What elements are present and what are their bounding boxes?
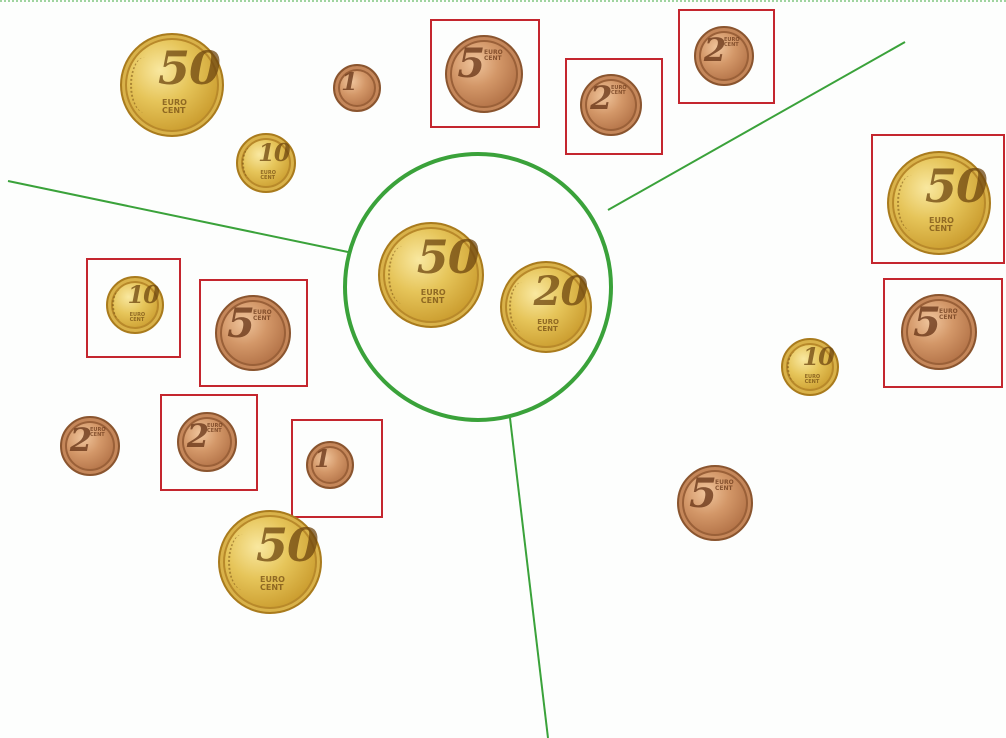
coin-unit: EURO CENT (421, 289, 461, 305)
coin-unit: EURO CENT (939, 309, 969, 321)
coin-value: 10 (258, 141, 292, 165)
coin-20-cent[interactable]: 20 EURO CENT (500, 261, 592, 353)
coin-5-cent[interactable]: 5 EURO CENT (677, 465, 753, 541)
coin-unit: EURO CENT (484, 50, 514, 62)
coin-1-cent[interactable]: 1 (333, 64, 381, 112)
coin-value: 1 (341, 70, 377, 94)
coin-value: 20 (534, 272, 587, 312)
coin-unit: EURO CENT (724, 38, 748, 48)
coin-stars-icon (388, 246, 419, 303)
zone-line-left (8, 181, 348, 252)
coin-unit: EURO CENT (260, 576, 300, 592)
coin-2-cent[interactable]: 2 EURO CENT (177, 412, 237, 472)
coin-unit: EURO CENT (537, 319, 573, 333)
coin-value: 50 (417, 234, 478, 280)
coin-10-cent[interactable]: 10 EURO CENT (781, 338, 839, 396)
coin-value: 10 (127, 283, 159, 307)
coin-unit: EURO CENT (260, 171, 284, 181)
coin-5-cent[interactable]: 5 EURO CENT (215, 295, 291, 371)
coin-50-cent[interactable]: 50 EURO CENT (887, 151, 991, 255)
coin-unit: EURO CENT (715, 480, 745, 492)
coin-50-cent[interactable]: 50 EURO CENT (218, 510, 322, 614)
coin-value: 50 (925, 163, 985, 209)
coin-50-cent[interactable]: 50 EURO CENT (120, 33, 224, 137)
coin-10-cent[interactable]: 10 EURO CENT (106, 276, 164, 334)
coin-value: 1 (314, 447, 350, 471)
coin-unit: EURO CENT (207, 424, 231, 434)
coin-2-cent[interactable]: 2 EURO CENT (580, 74, 642, 136)
coin-unit: EURO CENT (929, 217, 969, 233)
coin-value: 50 (158, 45, 218, 91)
coin-value: 10 (802, 345, 834, 369)
coin-unit: EURO CENT (162, 99, 202, 115)
coin-2-cent[interactable]: 2 EURO CENT (694, 26, 754, 86)
coin-unit: EURO CENT (130, 313, 154, 323)
coin-unit: EURO CENT (90, 428, 114, 438)
coin-5-cent[interactable]: 5 EURO CENT (445, 35, 523, 113)
coin-10-cent[interactable]: 10 EURO CENT (236, 133, 296, 193)
coin-stars-icon (228, 534, 258, 590)
coin-stars-icon (897, 175, 927, 231)
coin-value: 50 (256, 522, 316, 568)
coin-unit: EURO CENT (805, 375, 829, 385)
coin-5-cent[interactable]: 5 EURO CENT (901, 294, 977, 370)
coin-stars-icon (509, 282, 536, 331)
zone-line-bottom (510, 418, 548, 738)
coin-1-cent[interactable]: 1 (306, 441, 354, 489)
coin-2-cent[interactable]: 2 EURO CENT (60, 416, 120, 476)
coin-stars-icon (130, 57, 160, 113)
coin-unit: EURO CENT (253, 310, 283, 322)
coin-50-cent[interactable]: 50 EURO CENT (378, 222, 484, 328)
coin-unit: EURO CENT (611, 86, 635, 96)
